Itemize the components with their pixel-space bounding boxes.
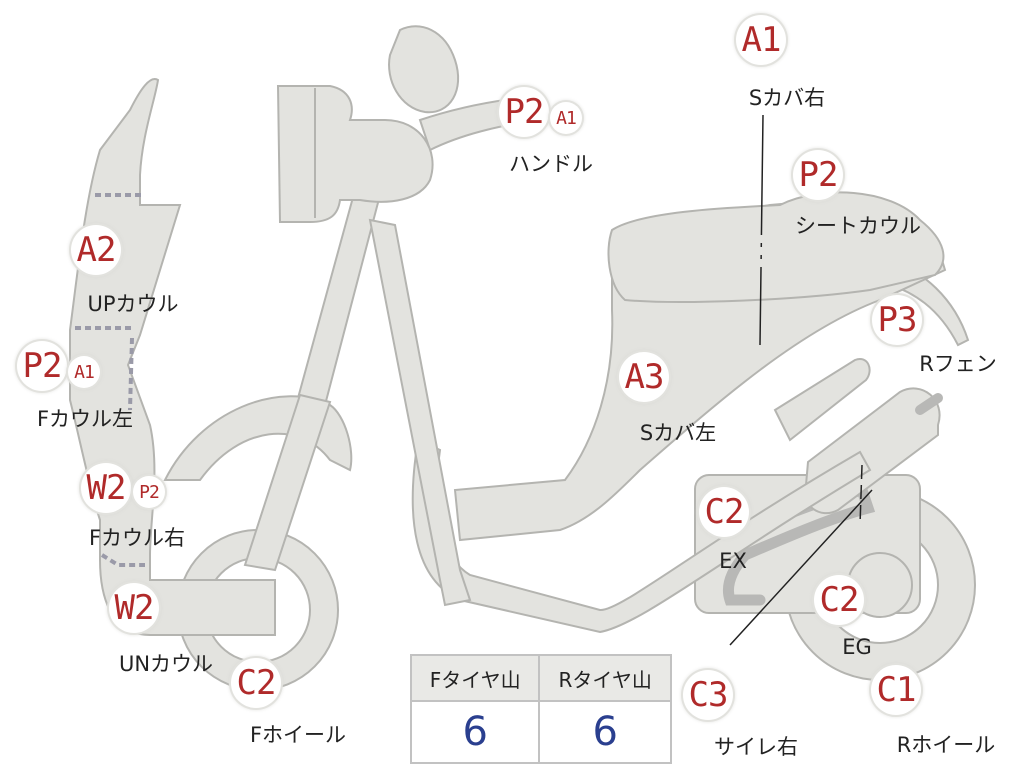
grade-badge-r-fender: P3 xyxy=(872,295,922,345)
grade-badge-s-cover-left: A3 xyxy=(619,352,669,402)
part-label-f-wheel: Fホイール xyxy=(249,723,347,747)
grade-badge-up-cowl: A2 xyxy=(71,225,121,275)
side-bar-shape xyxy=(773,358,871,442)
part-label-engine: EG xyxy=(842,635,872,659)
sub-grade-badge-f-cowl-left: A1 xyxy=(68,356,100,388)
grade-badge-side-cover-right: C3 xyxy=(683,670,733,720)
s-cover-right-leader xyxy=(759,114,764,346)
table-row: 6 6 xyxy=(409,700,672,764)
cowl-separator xyxy=(128,337,134,411)
sub-grade-badge-handle: A1 xyxy=(550,102,582,134)
engine-leader xyxy=(859,464,863,526)
grade-badge-un-cowl: W2 xyxy=(109,583,159,633)
part-label-handle: ハンドル xyxy=(509,152,593,176)
seat-shape xyxy=(607,191,945,303)
tire-tread-table: Fタイヤ山 Rタイヤ山 6 6 xyxy=(409,654,672,764)
grade-badge-exhaust: C2 xyxy=(699,487,749,537)
part-label-up-cowl: UPカウル xyxy=(87,292,179,316)
grade-badge-seat-cowl: P2 xyxy=(793,150,843,200)
part-label-f-cowl-left: Fカウル左 xyxy=(36,407,134,431)
part-label-r-fender: Rフェン xyxy=(919,352,997,376)
part-label-un-cowl: UNカウル xyxy=(118,652,214,676)
floor-frame-shape xyxy=(411,438,872,634)
table-header-row: Fタイヤ山 Rタイヤ山 xyxy=(409,654,672,702)
grade-badge-engine: C2 xyxy=(814,575,864,625)
part-label-f-cowl-right: Fカウル右 xyxy=(88,526,186,550)
front-tire-header: Fタイヤ山 xyxy=(409,654,541,702)
side-cover-right-leader xyxy=(729,489,873,646)
grade-badge-s-cover-right: A1 xyxy=(736,15,786,65)
down-tube-shape xyxy=(368,218,472,607)
muffler-tip-shape xyxy=(915,393,943,415)
rear-tire-value: 6 xyxy=(538,700,672,764)
part-label-seat-cowl: シートカウル xyxy=(795,214,921,238)
part-label-side-cover-right: サイレ右 xyxy=(714,735,798,759)
part-label-s-cover-left: Sカバ左 xyxy=(639,421,717,445)
grade-badge-r-wheel: C1 xyxy=(871,665,921,715)
grade-badge-handle: P2 xyxy=(499,87,549,137)
grade-badge-f-cowl-right: W2 xyxy=(81,463,131,513)
part-label-exhaust: EX xyxy=(719,549,747,573)
rear-tire-header: Rタイヤ山 xyxy=(538,654,672,702)
part-label-r-wheel: Rホイール xyxy=(896,733,996,757)
front-tire-value: 6 xyxy=(409,700,541,764)
grade-badge-f-cowl-left: P2 xyxy=(17,341,67,391)
part-label-s-cover-right: Sカバ右 xyxy=(748,86,826,110)
sub-grade-badge-f-cowl-right: P2 xyxy=(133,476,165,508)
handle-cover-shape xyxy=(276,85,434,223)
windscreen-shape xyxy=(388,25,460,114)
front-fork-shape xyxy=(243,393,332,572)
grade-badge-f-wheel: C2 xyxy=(231,658,281,708)
